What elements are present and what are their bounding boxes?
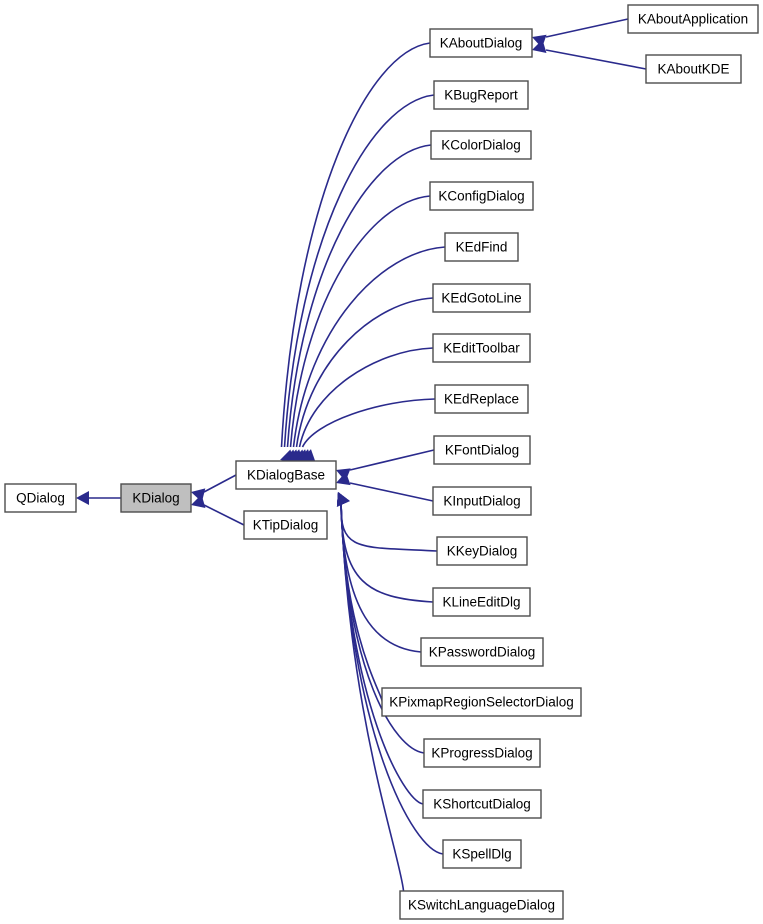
- node-box-kedittoolbar[interactable]: [432, 333, 531, 363]
- node-box-kpassworddialog[interactable]: [420, 637, 544, 667]
- node-label-kprogressdialog: KProgressDialog: [431, 746, 532, 761]
- node-label-kedfind: KEdFind: [456, 240, 508, 255]
- node-kprogressdialog[interactable]: KProgressDialog: [423, 738, 541, 768]
- node-kaboutkde[interactable]: KAboutKDE: [645, 54, 742, 84]
- node-kdialog[interactable]: KDialog: [120, 483, 192, 513]
- edge-kfontdialog-to-kdialogbase: [336, 449, 435, 482]
- node-label-kpixmapregionselectordialog: KPixmapRegionSelectorDialog: [389, 695, 574, 710]
- edge-ktipdialog-to-kdialog: [191, 494, 245, 526]
- node-qdialog[interactable]: QDialog: [4, 483, 77, 513]
- node-label-klineeditdlg: KLineEditDlg: [442, 595, 520, 610]
- node-label-kedittoolbar: KEditToolbar: [443, 341, 520, 356]
- node-label-kinputdialog: KInputDialog: [443, 494, 520, 509]
- node-label-kaboutapplication: KAboutApplication: [638, 12, 748, 27]
- node-label-kspelldlg: KSpellDlg: [452, 847, 511, 862]
- node-box-qdialog[interactable]: [4, 483, 77, 513]
- node-box-kedfind[interactable]: [444, 232, 519, 262]
- node-box-klineeditdlg[interactable]: [432, 587, 531, 617]
- node-kshortcutdialog[interactable]: KShortcutDialog: [422, 789, 542, 819]
- node-kaboutdialog[interactable]: KAboutDialog: [429, 28, 533, 58]
- node-kbugreport[interactable]: KBugReport: [433, 80, 529, 110]
- node-klineeditdlg[interactable]: KLineEditDlg: [432, 587, 531, 617]
- node-kedfind[interactable]: KEdFind: [444, 232, 519, 262]
- edge-layer: [76, 18, 647, 906]
- node-box-kspelldlg[interactable]: [442, 839, 522, 869]
- node-kspelldlg[interactable]: KSpellDlg: [442, 839, 522, 869]
- node-label-kpassworddialog: KPasswordDialog: [429, 645, 536, 660]
- node-box-kfontdialog[interactable]: [433, 435, 531, 465]
- node-kinputdialog[interactable]: KInputDialog: [432, 486, 532, 516]
- node-label-ktipdialog: KTipDialog: [253, 518, 319, 533]
- node-kedreplace[interactable]: KEdReplace: [434, 384, 529, 414]
- edge-kedgotoline-to-kdialogbase: [295, 297, 434, 463]
- node-box-kswitchlanguagedialog[interactable]: [399, 890, 564, 920]
- node-box-kprogressdialog[interactable]: [423, 738, 541, 768]
- node-box-kinputdialog[interactable]: [432, 486, 532, 516]
- node-ktipdialog[interactable]: KTipDialog: [243, 510, 328, 540]
- node-label-kdialogbase: KDialogBase: [247, 468, 325, 483]
- node-kedittoolbar[interactable]: KEditToolbar: [432, 333, 531, 363]
- node-box-kaboutkde[interactable]: [645, 54, 742, 84]
- node-label-kshortcutdialog: KShortcutDialog: [433, 797, 531, 812]
- node-kkeydialog[interactable]: KKeyDialog: [436, 536, 528, 566]
- node-label-kkeydialog: KKeyDialog: [447, 544, 518, 559]
- edge-kaboutapplication-to-kaboutdialog: [532, 18, 629, 48]
- edge-kdialog-to-qdialog: [76, 491, 121, 505]
- edge-kinputdialog-to-kdialogbase: [336, 472, 434, 502]
- node-box-kdialogbase[interactable]: [235, 460, 337, 490]
- node-kpixmapregionselectordialog[interactable]: KPixmapRegionSelectorDialog: [381, 687, 582, 717]
- node-label-kedreplace: KEdReplace: [444, 392, 519, 407]
- node-box-ktipdialog[interactable]: [243, 510, 328, 540]
- node-label-kdialog: KDialog: [132, 491, 179, 506]
- edge-kedreplace-to-kdialogbase: [301, 398, 436, 463]
- node-kfontdialog[interactable]: KFontDialog: [433, 435, 531, 465]
- node-box-kshortcutdialog[interactable]: [422, 789, 542, 819]
- node-label-kfontdialog: KFontDialog: [445, 443, 519, 458]
- node-kedgotoline[interactable]: KEdGotoLine: [432, 283, 531, 313]
- node-box-kbugreport[interactable]: [433, 80, 529, 110]
- edge-kkeydialog-to-kdialogbase: [336, 492, 438, 552]
- node-label-kswitchlanguagedialog: KSwitchLanguageDialog: [408, 898, 555, 913]
- node-box-kconfigdialog[interactable]: [429, 181, 534, 211]
- node-box-kedgotoline[interactable]: [432, 283, 531, 313]
- node-box-kedreplace[interactable]: [434, 384, 529, 414]
- node-box-kaboutdialog[interactable]: [429, 28, 533, 58]
- node-box-kpixmapregionselectordialog[interactable]: [381, 687, 582, 717]
- node-kpassworddialog[interactable]: KPasswordDialog: [420, 637, 544, 667]
- edge-kcolordialog-to-kdialogbase: [286, 144, 432, 463]
- node-label-kconfigdialog: KConfigDialog: [438, 189, 524, 204]
- node-box-kcolordialog[interactable]: [430, 130, 532, 160]
- edge-kdialogbase-to-kdialog: [191, 474, 237, 502]
- node-box-kkeydialog[interactable]: [436, 536, 528, 566]
- node-kcolordialog[interactable]: KColorDialog: [430, 130, 532, 160]
- node-kaboutapplication[interactable]: KAboutApplication: [627, 4, 759, 34]
- node-label-kbugreport: KBugReport: [444, 88, 518, 103]
- node-kswitchlanguagedialog[interactable]: KSwitchLanguageDialog: [399, 890, 564, 920]
- node-label-kedgotoline: KEdGotoLine: [441, 291, 521, 306]
- node-box-kdialog[interactable]: [120, 483, 192, 513]
- edge-kaboutkde-to-kaboutdialog: [532, 39, 647, 70]
- node-box-kaboutapplication[interactable]: [627, 4, 759, 34]
- edge-kedittoolbar-to-kdialogbase: [298, 347, 434, 463]
- node-label-kcolordialog: KColorDialog: [441, 138, 521, 153]
- node-label-kaboutkde: KAboutKDE: [657, 62, 729, 77]
- node-label-qdialog: QDialog: [16, 491, 65, 506]
- edge-kpassworddialog-to-kdialogbase: [336, 492, 422, 653]
- edge-kedfind-to-kdialogbase: [292, 246, 446, 463]
- node-kdialogbase[interactable]: KDialogBase: [235, 460, 337, 490]
- node-label-kaboutdialog: KAboutDialog: [440, 36, 523, 51]
- node-kconfigdialog[interactable]: KConfigDialog: [429, 181, 534, 211]
